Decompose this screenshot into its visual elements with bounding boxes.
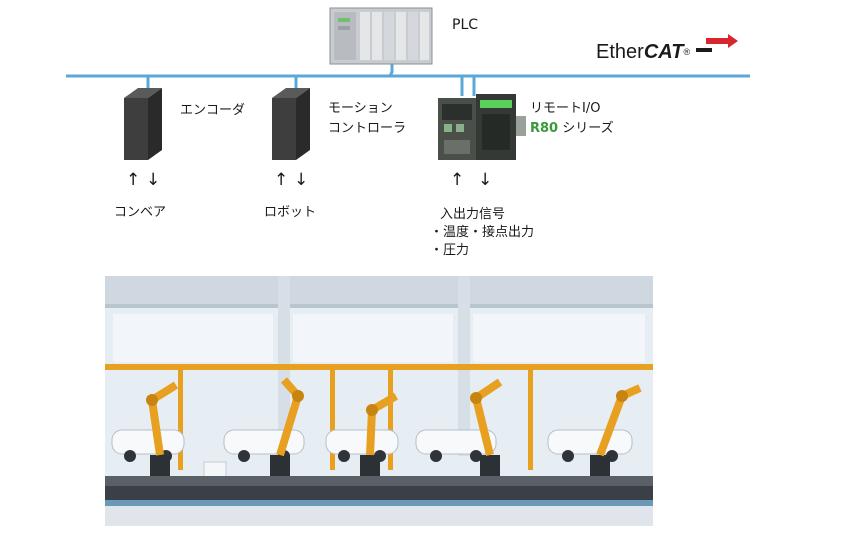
series-suffix: シリーズ [558,121,614,136]
conveyor-label: コンベア [114,205,167,220]
io-signal-title: 入出力信号 [440,207,506,222]
ethercat-logo-reg: ® [683,47,691,57]
encoder-up-arrow: ↑ [126,170,141,190]
ethercat-logo-cat: CAT [643,41,684,63]
remote-io-label: リモートI/O [530,101,601,116]
r80-model-label: R80 [530,121,559,136]
motion-controller-icon [272,88,310,160]
encoder-icon [124,88,162,160]
robot-label: ロボット [264,205,317,220]
io-signal-item-1: ・温度・接点出力 [430,225,535,240]
ethercat-logo-ether: Ether [596,41,644,63]
io-signal-item-2: ・圧力 [430,243,470,258]
plc-icon [329,7,433,65]
remote-io-series: R80 シリーズ [530,120,614,138]
bus-drop-plc [388,64,394,77]
encoder-down-arrow: ↓ [146,170,161,190]
motion-controller-label-line1: モーション [328,101,393,116]
motion-down-arrow: ↓ [294,170,309,190]
ethercat-logo-arrows [696,34,738,52]
remote-io-up-arrow: ↑ [450,170,465,190]
motion-up-arrow: ↑ [274,170,289,190]
plc-label: PLC [452,17,479,33]
remote-io-r80-icon [438,94,526,160]
factory-illustration [105,276,653,526]
motion-controller-label-line2: コントローラ [328,121,407,136]
conveyor-belt [105,476,653,486]
car-4 [415,429,497,462]
ethercat-logo: EtherCAT® [596,40,690,64]
encoder-label: エンコーダ [180,103,246,118]
remote-io-down-arrow: ↓ [478,170,493,190]
